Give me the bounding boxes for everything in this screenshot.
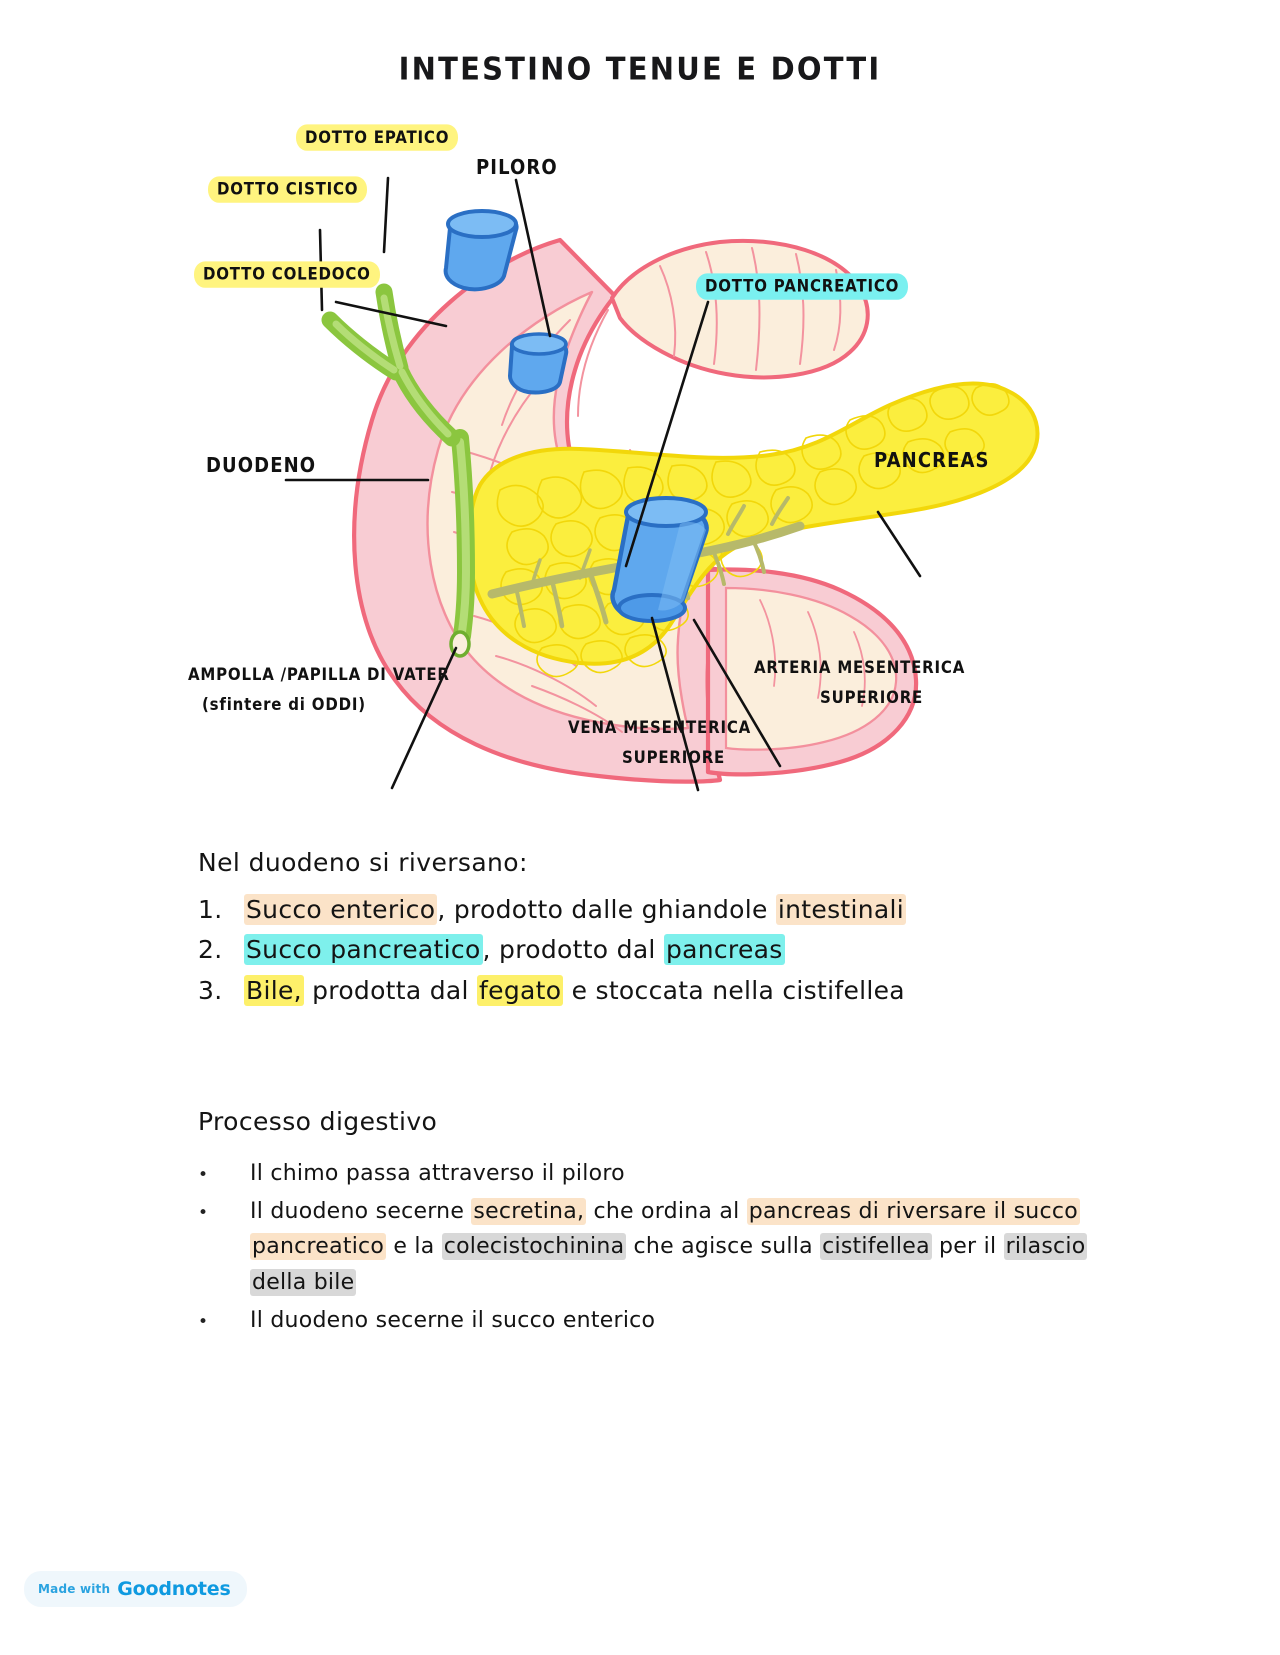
list-item: • Il duodeno secerne il succo enterico <box>198 1303 1098 1339</box>
plain-text: , prodotto dal <box>482 935 664 964</box>
list-item: 3. Bile, prodotta dal fegato e stoccata … <box>198 971 1098 1012</box>
plain-text: , prodotto dalle ghiandole <box>437 894 776 924</box>
label-ampolla-vater-line2: (sfintere di ODDI) <box>202 694 366 715</box>
hl-secretina: secretina, <box>471 1197 587 1225</box>
label-dotto-cistico: DOTTO CISTICO <box>208 176 368 203</box>
duodenum-lower-lobe-folds <box>759 599 866 707</box>
list-item-text: Il duodeno secerne secretina, che ordina… <box>250 1194 1098 1301</box>
label-dotto-coledoco-text: DOTTO COLEDOCO <box>194 261 380 288</box>
watermark-brand-label: Goodnotes <box>117 1578 231 1600</box>
list-item-text: Il chimo passa attraverso il piloro <box>250 1156 1098 1192</box>
list-item-text: Succo enterico, prodotto dalle ghiandole… <box>244 890 1098 931</box>
list-item-text: Il duodeno secerne il succo enterico <box>250 1303 1098 1339</box>
leader-lines <box>284 176 922 792</box>
plain-text: che agisce sulla <box>626 1234 821 1260</box>
hl-intestinali: intestinali <box>775 893 907 925</box>
plain-text: Il duodeno secerne <box>250 1198 472 1224</box>
label-pancreas: PANCREAS <box>874 448 990 472</box>
bullet-marker: • <box>198 1202 209 1223</box>
label-dotto-pancreatico: DOTTO PANCREATICO <box>696 273 909 300</box>
upper-vessel-shape <box>443 209 519 292</box>
plain-text: e la <box>386 1234 442 1260</box>
list-item: • Il chimo passa attraverso il piloro <box>198 1156 1098 1192</box>
hepatic-cystic-duct-highlight <box>332 294 452 438</box>
label-ampolla-vater-line1-text: AMPOLLA /PAPILLA DI VATER <box>188 663 450 685</box>
page-title: INTESTINO TENUE E DOTTI <box>398 50 882 88</box>
plain-text: e stoccata nella cistifellea <box>563 975 905 1005</box>
label-vena-mesenterica-line2-text: SUPERIORE <box>622 746 726 768</box>
label-pancreas-text: PANCREAS <box>874 448 990 473</box>
bullet-marker: • <box>198 1165 209 1185</box>
label-duodeno: DUODENO <box>206 453 316 477</box>
anatomy-illustration <box>284 176 1040 792</box>
label-arteria-mesenterica-line2-text: SUPERIORE <box>820 686 924 708</box>
label-dotto-epatico-text: DOTTO EPATICO <box>296 124 459 151</box>
label-arteria-mesenterica-line1: ARTERIA MESENTERICA <box>754 657 965 678</box>
label-dotto-coledoco: DOTTO COLEDOCO <box>194 261 380 288</box>
hl-colecistochinina: colecistochinina <box>441 1233 627 1261</box>
label-vena-mesenterica-line1-text: VENA MESENTERICA <box>568 716 752 738</box>
label-arteria-mesenterica-line2: SUPERIORE <box>820 687 923 708</box>
notes-body: Nel duodeno si riversano: 1. Succo enter… <box>198 848 1098 1340</box>
label-piloro: PILORO <box>476 155 558 179</box>
numbered-list: 1. Succo enterico, prodotto dalle ghiand… <box>198 890 1098 1012</box>
label-piloro-text: PILORO <box>476 155 558 180</box>
list-item-text: Bile, prodotta dal fegato e stoccata nel… <box>244 971 1098 1012</box>
plain-text: per il <box>931 1234 1004 1260</box>
section-heading-processo-digestivo: Processo digestivo <box>198 1107 438 1136</box>
list-item-number: 2. <box>198 935 223 964</box>
plain-text: Il duodeno secerne il succo enterico <box>250 1307 656 1333</box>
label-ampolla-vater-line2-text: (sfintere di ODDI) <box>202 693 366 715</box>
watermark-made-with-label: Made with <box>38 1582 111 1596</box>
stomach-antrum-shape <box>610 238 870 380</box>
label-dotto-cistico-text: DOTTO CISTICO <box>208 176 368 203</box>
list-item-text: Succo pancreatico, prodotto dal pancreas <box>244 930 1098 971</box>
common-bile-duct-highlight <box>456 438 471 636</box>
plain-text: che ordina al <box>586 1198 747 1224</box>
goodnotes-watermark[interactable]: Made with Goodnotes <box>24 1571 247 1607</box>
plain-text: prodotta dal <box>303 975 478 1005</box>
hl-cistifellea: cistifellea <box>820 1233 932 1261</box>
bullet-list: • Il chimo passa attraverso il piloro • … <box>198 1156 1098 1338</box>
plain-text: Il chimo passa attraverso il piloro <box>250 1161 625 1186</box>
label-duodeno-text: DUODENO <box>206 453 317 478</box>
hl-fegato: fegato <box>477 974 564 1006</box>
anatomy-diagram: DOTTO EPATICO DOTTO CISTICO DOTTO COLEDO… <box>160 120 1120 810</box>
list-item: 2. Succo pancreatico, prodotto dal pancr… <box>198 930 1098 971</box>
label-vena-mesenterica-line1: VENA MESENTERICA <box>568 717 751 738</box>
hl-succo-pancreatico: Succo pancreatico <box>244 934 483 965</box>
mesenteric-vessels-shape <box>610 496 709 623</box>
lead-sentence: Nel duodeno si riversano: <box>198 848 528 877</box>
duodenum-lower-lobe-lumen <box>724 586 898 751</box>
bullet-marker: • <box>198 1311 209 1332</box>
label-vena-mesenterica-line2: SUPERIORE <box>622 747 725 768</box>
hl-pancreas: pancreas <box>663 934 785 965</box>
label-arteria-mesenterica-line1-text: ARTERIA MESENTERICA <box>754 656 966 678</box>
label-ampolla-vater-line1: AMPOLLA /PAPILLA DI VATER <box>188 664 450 685</box>
list-item-number: 1. <box>198 894 223 924</box>
hl-succo-enterico: Succo enterico <box>244 893 438 925</box>
list-item: 1. Succo enterico, prodotto dalle ghiand… <box>198 890 1098 931</box>
mid-vessel-stub-shape <box>508 332 569 395</box>
list-item: • Il duodeno secerne secretina, che ordi… <box>198 1194 1098 1301</box>
label-dotto-pancreatico-text: DOTTO PANCREATICO <box>696 273 909 300</box>
list-item-number: 3. <box>198 975 223 1005</box>
hl-bile: Bile, <box>244 974 304 1006</box>
label-dotto-epatico: DOTTO EPATICO <box>296 124 459 151</box>
stomach-rugae <box>659 247 842 371</box>
